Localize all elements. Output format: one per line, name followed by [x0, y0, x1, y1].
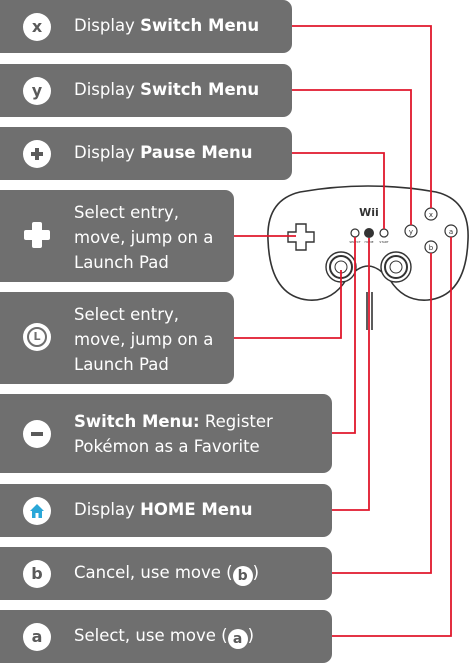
y-button-icon: y [22, 76, 52, 106]
line-left-stick [234, 270, 342, 339]
left-stick-icon: L [22, 322, 52, 352]
svg-text:y: y [409, 228, 413, 236]
row-left-stick: L Select entry, move, jump on a Launch P… [0, 292, 234, 384]
callout-lines [234, 25, 452, 637]
line-home [332, 238, 370, 511]
line-plus [292, 152, 385, 229]
row-y-text: Display Switch Menu [74, 80, 260, 99]
plus-button-icon [22, 139, 52, 169]
line-minus [332, 237, 356, 434]
row-minus-text: Switch Menu: Register Pokémon as a Favor… [74, 412, 273, 456]
row-dpad-text: Select entry, move, jump on a Launch Pad [74, 203, 214, 272]
row-plus-button: Display Pause Menu [0, 127, 292, 180]
row-x-button: x Display Switch Menu [0, 0, 292, 53]
row-home-button: Display HOME Menu [0, 484, 332, 537]
controller-plus-button [379, 228, 389, 238]
row-plus-text: Display Pause Menu [74, 143, 253, 162]
x-button-icon: x [22, 12, 52, 42]
row-minus-button: Switch Menu: Register Pokémon as a Favor… [0, 394, 332, 473]
a-button-icon: a [22, 622, 52, 652]
svg-text:b: b [429, 244, 434, 252]
row-left-stick-text: Select entry, move, jump on a Launch Pad [74, 305, 214, 374]
row-y-button: y Display Switch Menu [0, 64, 292, 117]
controller-minus-button [350, 228, 360, 238]
home-button-icon [22, 496, 52, 526]
line-y [292, 89, 412, 225]
row-a-text: Select, use move (a) [74, 626, 255, 649]
minus-button-icon [22, 419, 52, 449]
controller-dpad [287, 223, 315, 251]
row-a-button: a Select, use move (a) [0, 610, 332, 663]
dpad-icon [22, 220, 52, 250]
row-dpad: Select entry, move, jump on a Launch Pad [0, 190, 234, 282]
controller-home-button [364, 228, 374, 238]
line-a [332, 237, 452, 637]
row-b-text: Cancel, use move (b) [74, 563, 260, 586]
controller-right-stick [380, 251, 412, 283]
a-badge-icon: a [227, 629, 248, 649]
line-b [332, 253, 432, 574]
b-badge-icon: b [232, 566, 253, 586]
wii-logo: Wii [359, 206, 379, 219]
line-x [292, 25, 432, 208]
svg-text:x: x [429, 211, 433, 219]
controller-left-stick [325, 251, 357, 283]
controller-cable [366, 292, 373, 330]
controller-start-label: START [379, 240, 388, 244]
row-home-text: Display HOME Menu [74, 500, 253, 519]
svg-text:a: a [449, 228, 453, 236]
row-x-text: Display Switch Menu [74, 16, 260, 35]
row-b-button: b Cancel, use move (b) [0, 547, 332, 600]
b-button-icon: b [22, 559, 52, 589]
